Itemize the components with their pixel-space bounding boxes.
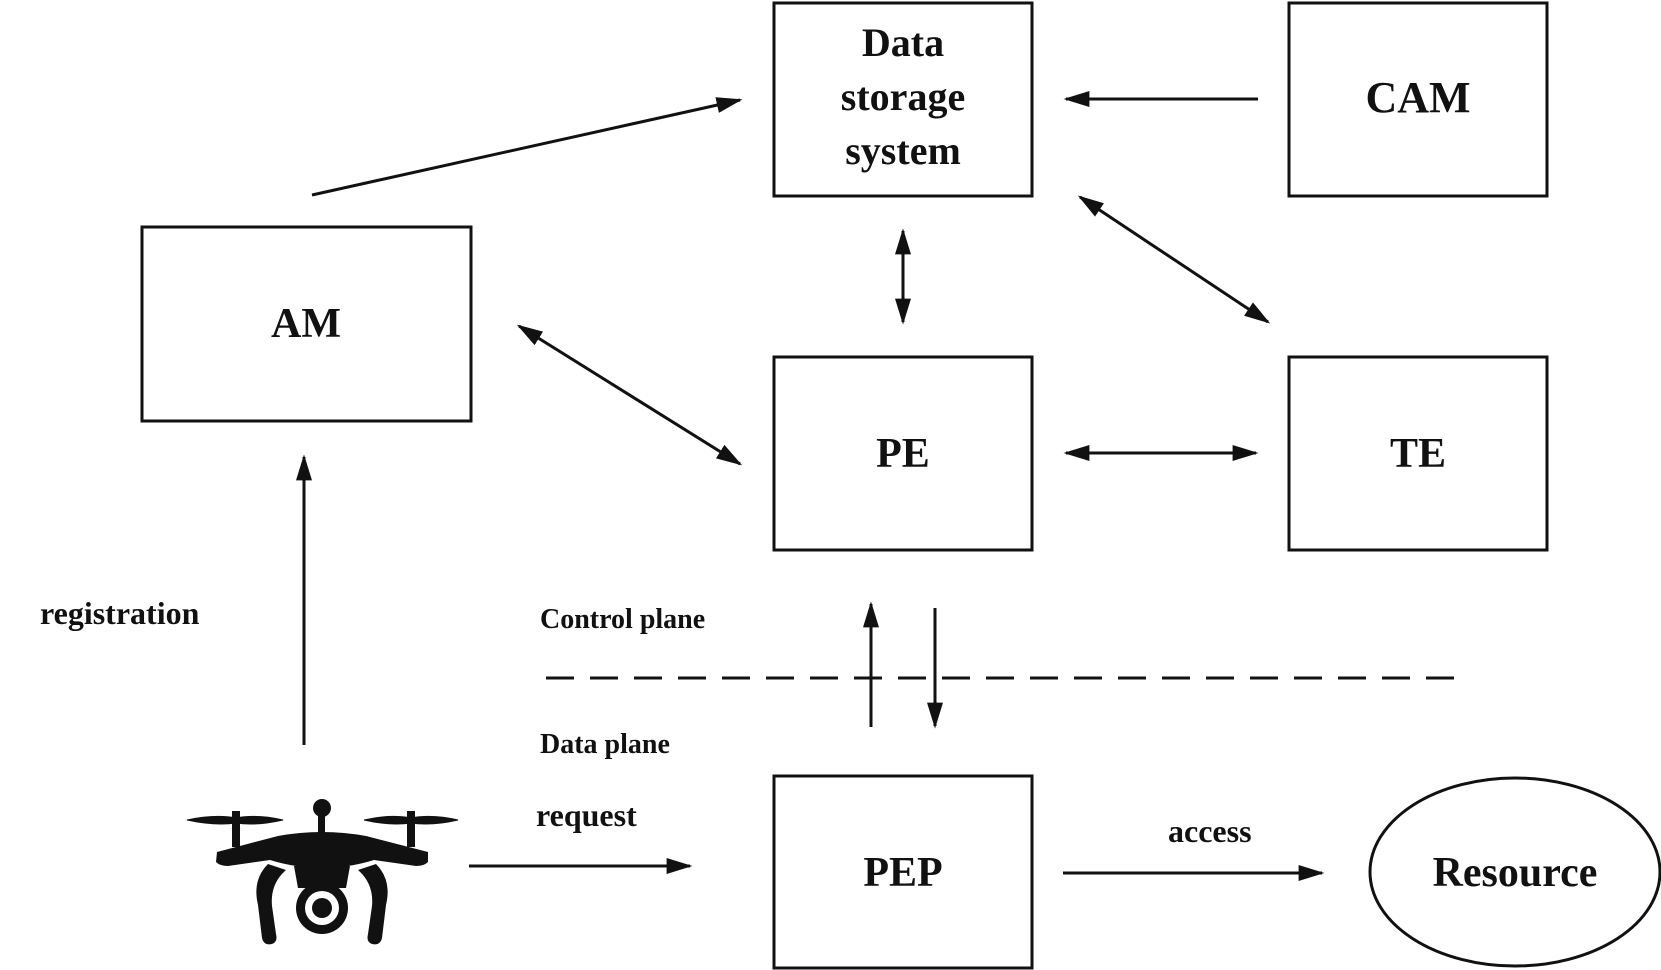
data-storage-label-line3: system (845, 128, 961, 173)
pe-node: PE (772, 355, 1034, 552)
te-node: TE (1287, 355, 1549, 552)
resource-ellipse (1368, 776, 1661, 968)
pep-node: PEP (772, 774, 1034, 970)
arrow-am-pe (516, 324, 743, 466)
pe-box (772, 355, 1034, 552)
cam-box (1287, 1, 1549, 198)
access-label: access (1168, 813, 1252, 849)
pe-label: PE (876, 431, 930, 477)
data-storage-node: Data storage system (772, 1, 1034, 198)
am-box (140, 225, 473, 423)
data-storage-label-line1: Data (862, 20, 944, 65)
resource-label: Resource (1433, 850, 1598, 896)
arrow-data-storage-te (1077, 195, 1271, 324)
drone-icon (186, 799, 459, 945)
data-plane-label: Data plane (540, 729, 670, 760)
te-label: TE (1390, 431, 1446, 477)
pep-label: PEP (863, 850, 942, 896)
cam-label: CAM (1365, 73, 1470, 122)
request-label: request (536, 797, 637, 833)
resource-node: Resource (1368, 776, 1661, 968)
pep-box (772, 774, 1034, 970)
data-storage-box (772, 1, 1034, 198)
registration-label: registration (40, 595, 200, 631)
control-plane-label: Control plane (540, 604, 705, 635)
am-label: AM (271, 301, 341, 347)
te-box (1287, 355, 1549, 552)
cam-node: CAM (1287, 1, 1549, 198)
data-storage-label-line2: storage (841, 74, 965, 119)
arrow-am-to-data-storage (311, 97, 743, 197)
am-node: AM (140, 225, 473, 423)
